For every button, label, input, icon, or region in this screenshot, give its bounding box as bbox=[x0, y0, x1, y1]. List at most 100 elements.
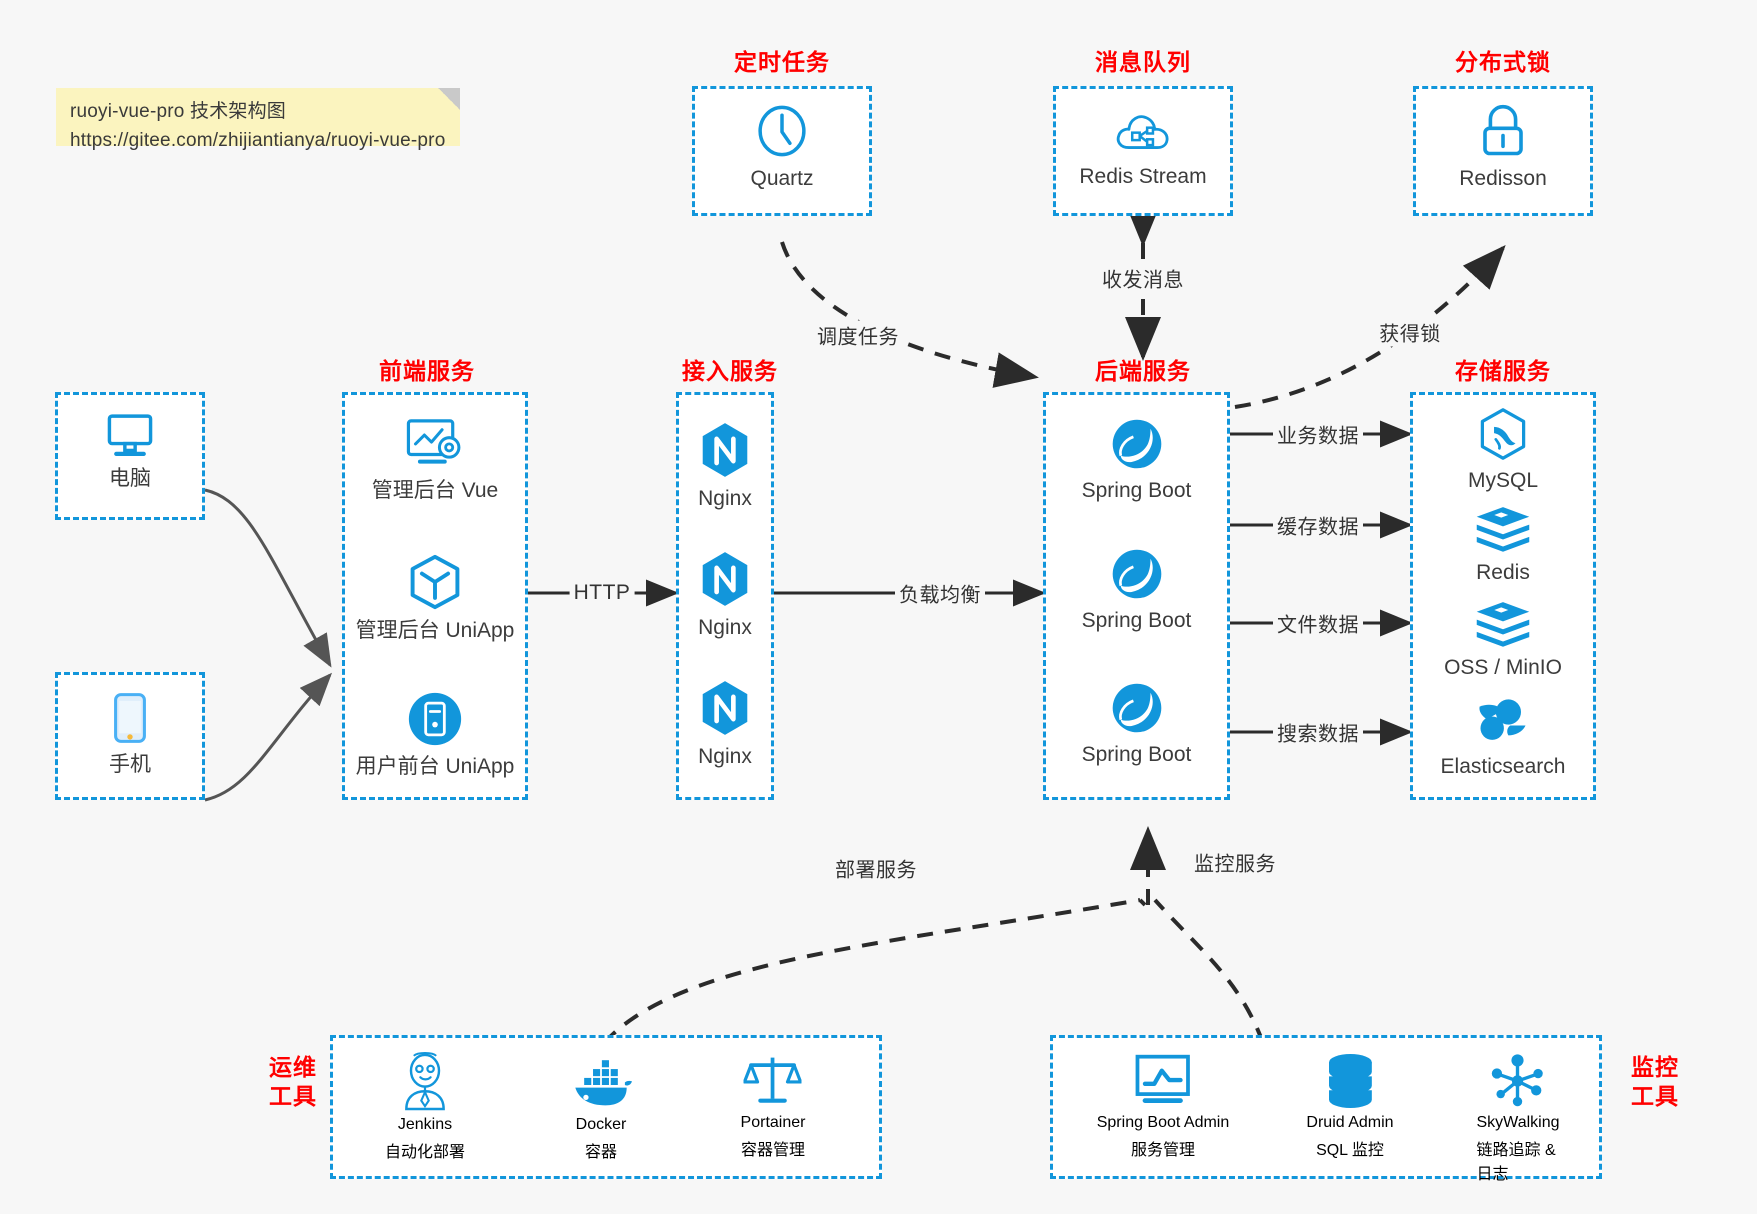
spring-leaf-icon bbox=[1112, 549, 1161, 599]
node-phone[interactable]: 手机 bbox=[58, 691, 202, 778]
edge-label-search-data: 搜索数据 bbox=[1273, 717, 1363, 747]
dashboard-gear-icon bbox=[406, 419, 461, 464]
edge-label-mq-exchange: 收发消息 bbox=[1098, 263, 1188, 293]
note-line-url: https://gitee.com/zhijiantianya/ruoyi-vu… bbox=[70, 129, 446, 151]
node-label: Jenkins bbox=[397, 1116, 453, 1133]
node-nginx-2[interactable]: Nginx bbox=[679, 550, 771, 641]
group-title-gateway: 接入服务 bbox=[682, 358, 778, 384]
redis-stack-icon bbox=[1476, 507, 1530, 552]
node-label: Nginx bbox=[698, 616, 752, 639]
group-title-devops-line1: 运维 bbox=[269, 1054, 317, 1080]
group-box-distributed-lock: Redisson bbox=[1413, 86, 1593, 216]
group-box-devops: Jenkins 自动化部署 Docker 容器 bbox=[330, 1035, 882, 1179]
node-label: Quartz bbox=[750, 167, 814, 190]
clock-icon bbox=[758, 105, 806, 157]
sticky-note: ruoyi-vue-pro 技术架构图 https://gitee.com/zh… bbox=[56, 88, 460, 151]
node-skywalking[interactable]: SkyWalking 链路追踪 & 日志 bbox=[1476, 1052, 1560, 1184]
edge-label-monitor-service: 监控服务 bbox=[1190, 847, 1280, 877]
group-title-distributed-lock: 分布式锁 bbox=[1455, 49, 1551, 75]
group-title-storage: 存储服务 bbox=[1455, 358, 1551, 384]
node-spring-boot-2[interactable]: Spring Boot bbox=[1046, 547, 1227, 634]
edge-phone-to-frontend bbox=[204, 672, 333, 802]
group-title-monitor-line2: 工具 bbox=[1631, 1082, 1679, 1109]
node-label: SkyWalking bbox=[1476, 1114, 1560, 1131]
lock-icon bbox=[1483, 104, 1523, 156]
group-title-message-queue: 消息队列 bbox=[1095, 49, 1191, 75]
node-jenkins[interactable]: Jenkins 自动化部署 bbox=[385, 1050, 465, 1162]
node-spring-boot-1[interactable]: Spring Boot bbox=[1046, 417, 1227, 504]
nginx-icon bbox=[702, 423, 748, 477]
group-title-devops: 运维 工具 bbox=[258, 1053, 328, 1111]
edge-label-business-data: 业务数据 bbox=[1273, 419, 1363, 449]
node-admin-uniapp[interactable]: 管理后台 UniApp bbox=[345, 553, 525, 644]
node-label: Redis Stream bbox=[1079, 165, 1207, 188]
mobile-circle-icon bbox=[408, 692, 462, 746]
group-box-scheduled-task: Quartz bbox=[692, 86, 872, 216]
note-fold-corner bbox=[438, 88, 460, 110]
node-nginx-1[interactable]: Nginx bbox=[679, 421, 771, 512]
node-quartz[interactable]: Quartz bbox=[695, 103, 869, 192]
node-sublabel: 链路追踪 & 日志 bbox=[1476, 1142, 1556, 1183]
edge-label-schedule-task: 调度任务 bbox=[813, 320, 903, 350]
group-box-gateway: Nginx Nginx Nginx bbox=[676, 392, 774, 800]
edge-label-load-balance: 负载均衡 bbox=[895, 578, 985, 608]
node-label: Spring Boot bbox=[1081, 479, 1192, 502]
node-sublabel: 容器管理 bbox=[740, 1142, 806, 1159]
node-sublabel: 容器 bbox=[584, 1144, 617, 1161]
docker-whale-icon bbox=[575, 1060, 632, 1106]
group-title-frontend: 前端服务 bbox=[379, 358, 475, 384]
smartphone-icon bbox=[114, 693, 146, 743]
group-box-storage: MySQL Redis OSS / MinIO bbox=[1410, 392, 1596, 800]
desktop-icon bbox=[107, 414, 153, 456]
node-label: Elasticsearch bbox=[1440, 755, 1566, 778]
node-mysql[interactable]: MySQL bbox=[1413, 407, 1593, 494]
spring-leaf-icon bbox=[1112, 419, 1161, 469]
node-sublabel: 服务管理 bbox=[1130, 1142, 1195, 1159]
database-icon bbox=[1328, 1054, 1372, 1108]
mysql-dolphin-icon bbox=[1480, 408, 1526, 460]
monitor-chart-icon bbox=[1135, 1054, 1191, 1103]
jenkins-butler-icon bbox=[405, 1051, 445, 1111]
nginx-icon bbox=[702, 552, 748, 606]
node-redis-stream[interactable]: Redis Stream bbox=[1056, 105, 1230, 190]
group-box-backend: Spring Boot Spring Boot Spring Boot bbox=[1043, 392, 1230, 800]
node-oss-minio[interactable]: OSS / MinIO bbox=[1413, 600, 1593, 681]
node-portainer[interactable]: Portainer 容器管理 bbox=[740, 1052, 806, 1160]
group-box-computer: 电脑 bbox=[55, 392, 205, 520]
node-label: 管理后台 Vue bbox=[371, 479, 499, 502]
edge-deploy-service bbox=[602, 898, 1141, 1045]
node-label: Spring Boot Admin bbox=[1096, 1114, 1230, 1131]
node-label: Spring Boot bbox=[1081, 609, 1192, 632]
group-box-phone: 手机 bbox=[55, 672, 205, 800]
node-admin-vue[interactable]: 管理后台 Vue bbox=[345, 415, 525, 504]
node-elasticsearch[interactable]: Elasticsearch bbox=[1413, 695, 1593, 780]
redis-stack-icon bbox=[1476, 602, 1530, 647]
cloud-stream-icon bbox=[1116, 115, 1169, 149]
group-box-message-queue: Redis Stream bbox=[1053, 86, 1233, 216]
edge-label-http: HTTP bbox=[569, 581, 635, 605]
node-spring-boot-admin[interactable]: Spring Boot Admin 服务管理 bbox=[1096, 1052, 1230, 1160]
node-computer[interactable]: 电脑 bbox=[58, 411, 202, 492]
node-label: Redis bbox=[1476, 561, 1530, 584]
node-label: OSS / MinIO bbox=[1444, 656, 1562, 679]
scales-icon bbox=[743, 1057, 802, 1103]
node-label: 电脑 bbox=[109, 467, 151, 490]
nginx-icon bbox=[702, 681, 748, 735]
group-title-monitor: 监控 工具 bbox=[1620, 1053, 1690, 1111]
node-label: 用户前台 UniApp bbox=[355, 755, 515, 778]
skywalking-icon bbox=[1492, 1054, 1544, 1107]
node-user-uniapp[interactable]: 用户前台 UniApp bbox=[345, 691, 525, 780]
node-druid-admin[interactable]: Druid Admin SQL 监控 bbox=[1306, 1052, 1394, 1160]
node-nginx-3[interactable]: Nginx bbox=[679, 679, 771, 770]
edge-computer-to-frontend bbox=[204, 488, 332, 668]
node-spring-boot-3[interactable]: Spring Boot bbox=[1046, 681, 1227, 768]
node-redisson[interactable]: Redisson bbox=[1416, 103, 1590, 192]
edge-monitor-service bbox=[1153, 898, 1265, 1044]
node-docker[interactable]: Docker 容器 bbox=[570, 1058, 632, 1162]
elasticsearch-icon bbox=[1479, 699, 1526, 740]
node-label: Docker bbox=[575, 1116, 627, 1133]
group-box-frontend: 管理后台 Vue 管理后台 UniApp 用户前台 UniApp bbox=[342, 392, 528, 800]
group-title-backend: 后端服务 bbox=[1095, 358, 1191, 384]
node-redis[interactable]: Redis bbox=[1413, 505, 1593, 586]
